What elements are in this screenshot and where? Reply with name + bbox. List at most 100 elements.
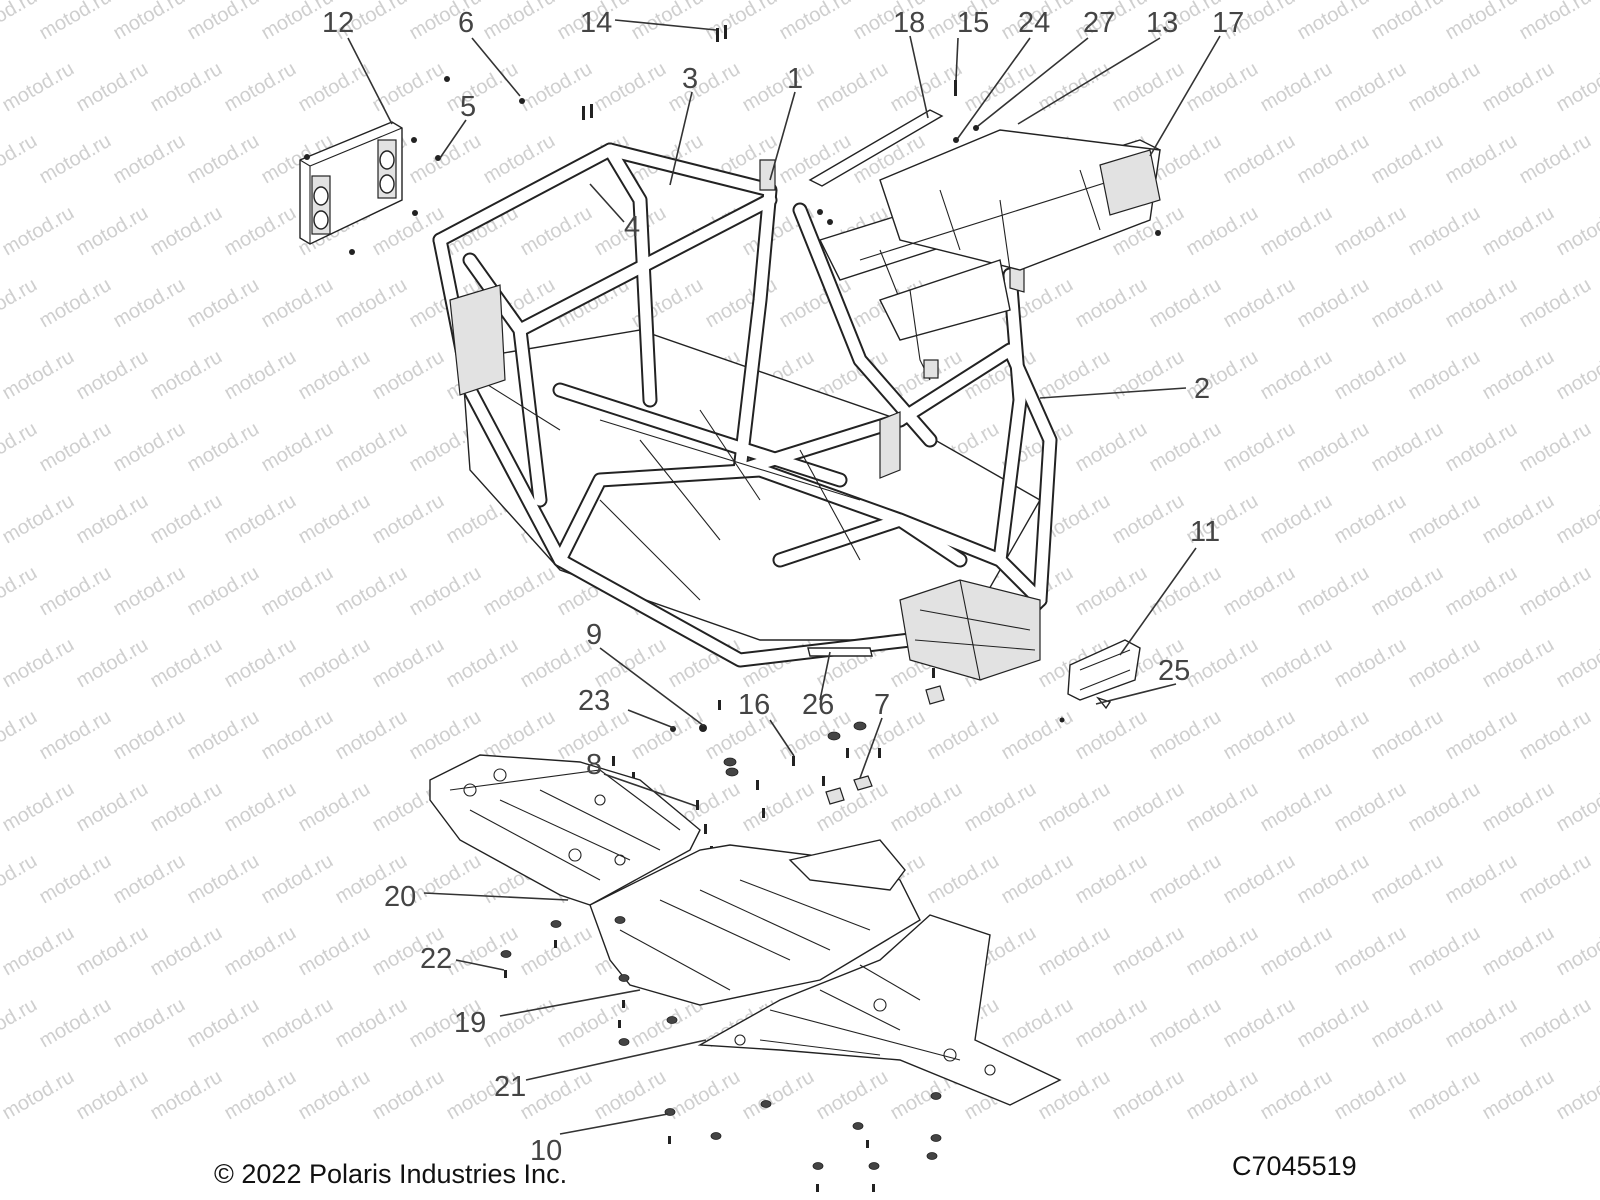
- watermark-text: motod.ru: [147, 1066, 226, 1125]
- watermark-text: motod.ru: [110, 562, 189, 621]
- watermark-text: motod.ru: [1183, 922, 1262, 981]
- watermark-text: motod.ru: [1257, 490, 1336, 549]
- watermark-text: motod.ru: [1146, 706, 1225, 765]
- watermark-text: motod.ru: [1479, 922, 1558, 981]
- watermark-text: motod.ru: [1331, 778, 1410, 837]
- watermark-text: motod.ru: [1331, 1066, 1410, 1125]
- watermark-text: motod.ru: [1553, 922, 1600, 981]
- watermark-text: motod.ru: [332, 418, 411, 477]
- callout-2: 2: [1194, 373, 1210, 405]
- watermark-text: motod.ru: [369, 490, 448, 549]
- watermark-text: motod.ru: [369, 634, 448, 693]
- watermark-text: motod.ru: [1516, 562, 1595, 621]
- watermark-text: motod.ru: [1479, 1066, 1558, 1125]
- watermark-text: motod.ru: [1331, 490, 1410, 549]
- watermark-text: motod.ru: [295, 634, 374, 693]
- watermark-text: motod.ru: [258, 274, 337, 333]
- watermark-text: motod.ru: [1331, 202, 1410, 261]
- watermark-text: motod.ru: [1183, 58, 1262, 117]
- watermark-text: motod.ru: [110, 994, 189, 1053]
- watermark-text: motod.ru: [1368, 274, 1447, 333]
- part-26-bar: [807, 647, 873, 657]
- watermark-text: motod.ru: [1331, 58, 1410, 117]
- watermark-text: motod.ru: [739, 58, 818, 117]
- watermark-text: motod.ru: [73, 490, 152, 549]
- watermark-text: motod.ru: [1257, 202, 1336, 261]
- watermark-text: motod.ru: [1146, 418, 1225, 477]
- hardware-lower: [500, 916, 942, 1192]
- watermark-text: motod.ru: [1072, 706, 1151, 765]
- watermark-text: motod.ru: [1109, 490, 1188, 549]
- watermark-text: motod.ru: [36, 994, 115, 1053]
- watermark-text: motod.ru: [443, 58, 522, 117]
- watermark-text: motod.ru: [0, 994, 41, 1053]
- callout-16: 16: [738, 689, 770, 721]
- rear-subframe: [808, 109, 1161, 381]
- watermark-text: motod.ru: [739, 778, 818, 837]
- watermark-text: motod.ru: [0, 130, 41, 189]
- watermark-text: motod.ru: [1257, 634, 1336, 693]
- callout-14: 14: [580, 7, 612, 39]
- callout-6: 6: [458, 7, 474, 39]
- watermark-text: motod.ru: [36, 706, 115, 765]
- watermark-text: motod.ru: [1553, 634, 1600, 693]
- watermark-text: motod.ru: [110, 274, 189, 333]
- watermark-text: motod.ru: [1479, 202, 1558, 261]
- watermark-text: motod.ru: [36, 850, 115, 909]
- callout-26: 26: [802, 689, 834, 721]
- watermark-text: motod.ru: [147, 778, 226, 837]
- watermark-text: motod.ru: [221, 778, 300, 837]
- watermark-text: motod.ru: [517, 1066, 596, 1125]
- watermark-text: motod.ru: [1109, 58, 1188, 117]
- watermark-text: motod.ru: [443, 634, 522, 693]
- watermark-text: motod.ru: [1368, 418, 1447, 477]
- watermark-text: motod.ru: [1405, 922, 1484, 981]
- watermark-text: motod.ru: [1257, 346, 1336, 405]
- part-11-front-bracket: [1059, 639, 1141, 723]
- watermark-text: motod.ru: [961, 778, 1040, 837]
- watermark-text: motod.ru: [295, 922, 374, 981]
- watermark-text: motod.ru: [258, 562, 337, 621]
- watermark-text: motod.ru: [295, 346, 374, 405]
- watermark-text: motod.ru: [1516, 130, 1595, 189]
- callout-21: 21: [494, 1071, 526, 1103]
- watermark-text: motod.ru: [591, 634, 670, 693]
- watermark-text: motod.ru: [1368, 130, 1447, 189]
- watermark-text: motod.ru: [1442, 850, 1521, 909]
- watermark-text: motod.ru: [1331, 346, 1410, 405]
- watermark-text: motod.ru: [73, 1066, 152, 1125]
- watermark-text: motod.ru: [147, 634, 226, 693]
- watermark-text: motod.ru: [332, 274, 411, 333]
- watermark-text: motod.ru: [1479, 634, 1558, 693]
- callout-27: 27: [1083, 7, 1115, 39]
- watermark-text: motod.ru: [1516, 994, 1595, 1053]
- main-chassis-frame: [432, 142, 1058, 681]
- callout-7: 7: [874, 689, 890, 721]
- watermark-text: motod.ru: [1553, 778, 1600, 837]
- watermark-text: motod.ru: [665, 1066, 744, 1125]
- watermark-text: motod.ru: [480, 0, 559, 44]
- callouts: 12 6 14 18 15 24 27 13 17 3 1 5 4 2 11 2…: [322, 7, 1244, 1167]
- watermark-text: motod.ru: [1220, 130, 1299, 189]
- part-20-rear-skid-plate: [429, 754, 701, 906]
- watermark-text: motod.ru: [1405, 346, 1484, 405]
- watermark-text: motod.ru: [258, 850, 337, 909]
- watermark-text: motod.ru: [332, 994, 411, 1053]
- part-12-bracket: [299, 76, 450, 255]
- watermark-text: motod.ru: [295, 490, 374, 549]
- watermark-text: motod.ru: [221, 922, 300, 981]
- watermark-text: motod.ru: [1442, 418, 1521, 477]
- watermark-text: motod.ru: [184, 274, 263, 333]
- watermark-text: motod.ru: [1183, 778, 1262, 837]
- watermark-text: motod.ru: [147, 202, 226, 261]
- watermark-text: motod.ru: [73, 922, 152, 981]
- watermark-text: motod.ru: [1220, 850, 1299, 909]
- watermark-text: motod.ru: [998, 850, 1077, 909]
- watermark-text: motod.ru: [406, 562, 485, 621]
- watermark-text: motod.ru: [1442, 994, 1521, 1053]
- watermark-text: motod.ru: [1442, 274, 1521, 333]
- callout-22: 22: [420, 943, 452, 975]
- watermark-text: motod.ru: [221, 202, 300, 261]
- watermark-text: motod.ru: [1220, 274, 1299, 333]
- watermark-text: motod.ru: [1405, 634, 1484, 693]
